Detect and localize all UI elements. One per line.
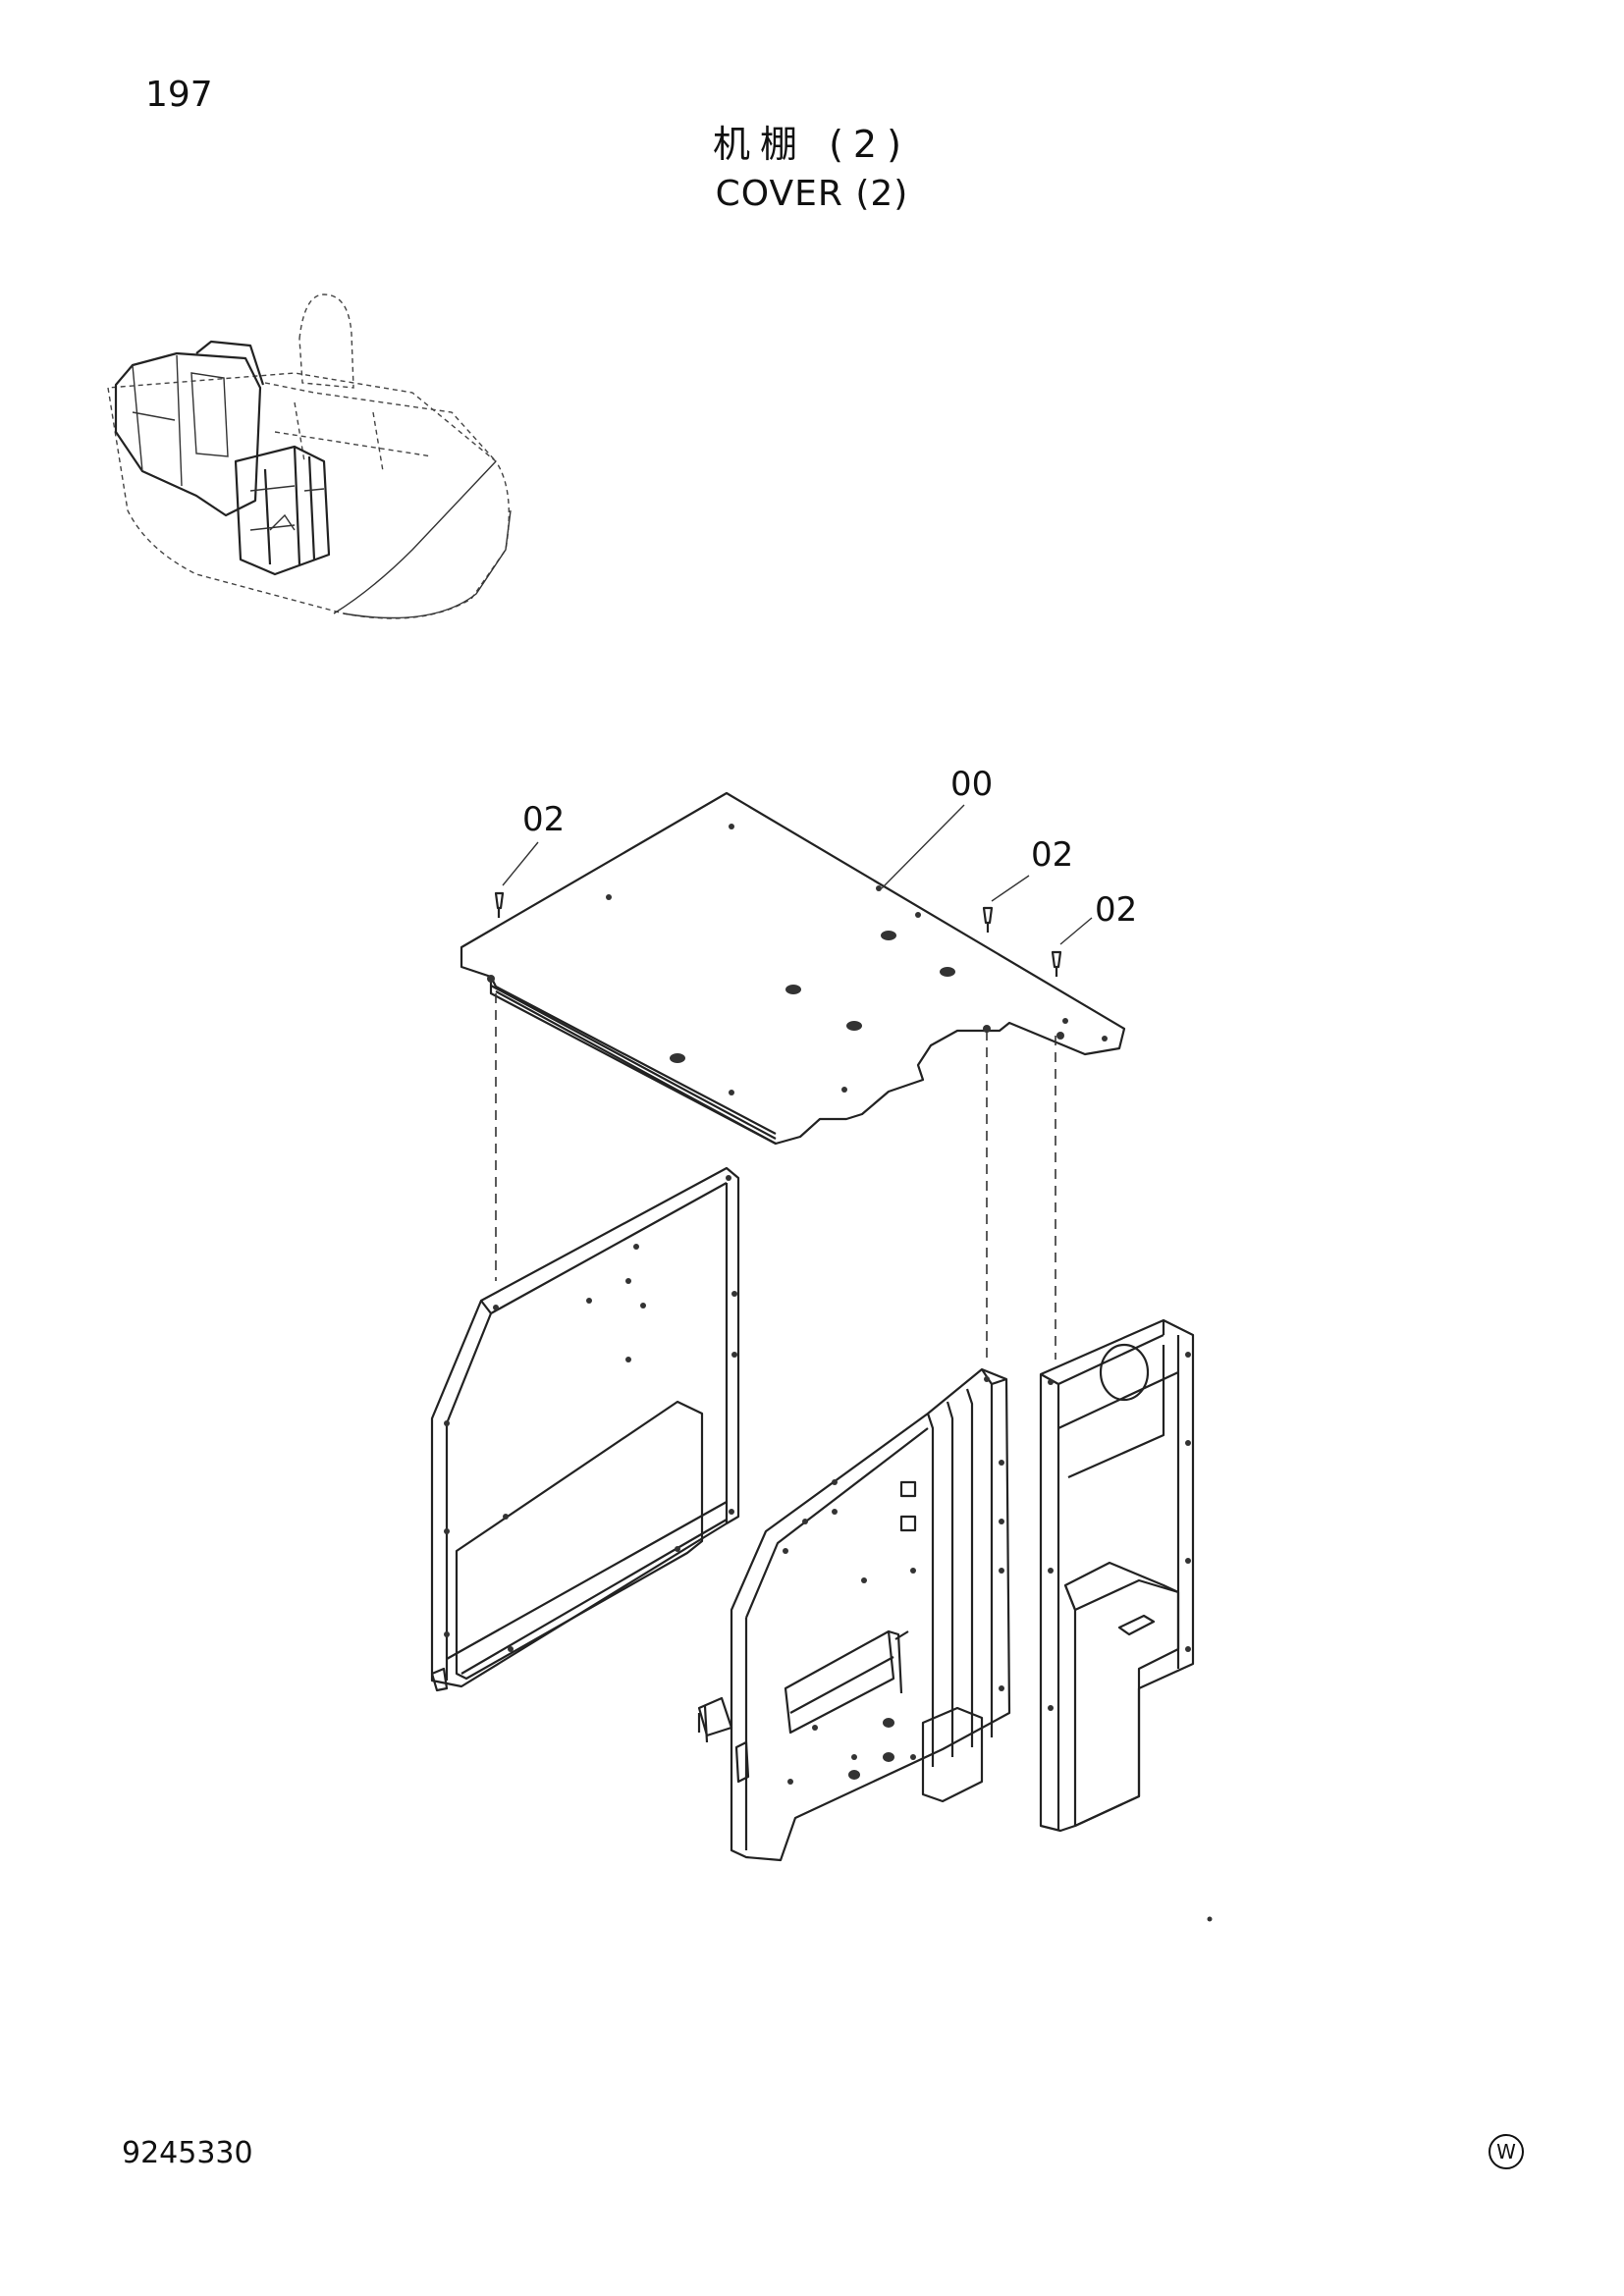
title-english: COVER (2)	[715, 174, 909, 214]
bolt-icon	[494, 891, 1062, 977]
title-chinese: 机棚 (2)	[713, 123, 911, 166]
callout-02-right: 02	[1095, 890, 1137, 930]
document-number: 9245330	[122, 2136, 253, 2170]
excavator-locator-icon	[107, 294, 512, 619]
circled-w-mark: W	[1489, 2134, 1524, 2169]
callout-02-left: 02	[522, 800, 565, 839]
middle-panel	[697, 1367, 1011, 1862]
page-title: 机棚 (2) COVER (2)	[0, 120, 1624, 220]
cover-assembly-drawing	[430, 791, 1195, 1862]
left-side-panel	[430, 1166, 740, 1692]
right-panel	[1039, 1318, 1195, 1833]
top-plate	[460, 791, 1126, 1146]
page-number: 197	[145, 75, 213, 115]
callout-02-mid: 02	[1031, 835, 1073, 875]
callout-00: 00	[950, 765, 993, 804]
